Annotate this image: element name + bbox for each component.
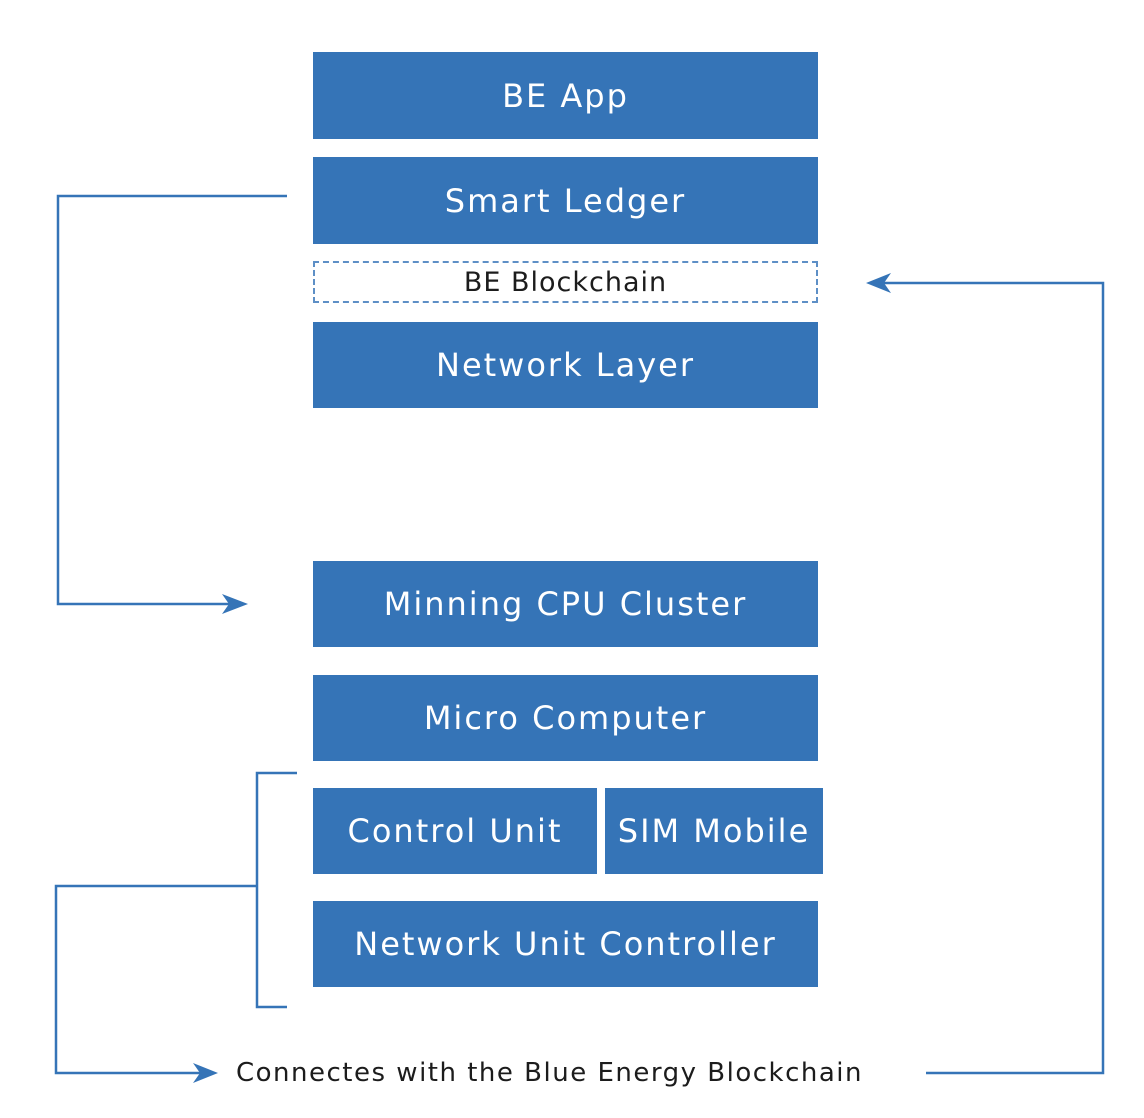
arrow-right-icon: [222, 594, 248, 614]
smart-ledger-label: Smart Ledger: [444, 181, 687, 220]
control-unit-box: Control Unit: [313, 788, 597, 874]
blockchain-caption: Connectes with the Blue Energy Blockchai…: [236, 1054, 863, 1092]
be-blockchain-box: BE Blockchain: [313, 261, 818, 303]
smart-ledger-box: Smart Ledger: [313, 157, 818, 244]
sim-mobile-label: SIM Mobile: [617, 812, 811, 850]
blockchain-caption-text: Connectes with the Blue Energy Blockchai…: [236, 1058, 863, 1088]
mining-cpu-cluster-label: Minning CPU Cluster: [383, 585, 748, 623]
sim-mobile-box: SIM Mobile: [605, 788, 823, 874]
network-layer-box: Network Layer: [313, 322, 818, 408]
arrow-left-icon: [866, 273, 891, 293]
ledger-to-mining-connector: [56, 194, 287, 606]
be-app-label: BE App: [502, 76, 629, 115]
hardware-bracket: [255, 771, 297, 1009]
control-unit-label: Control Unit: [347, 812, 563, 850]
caption-to-blockchain-connector: [880, 281, 1105, 1075]
mining-cpu-cluster-box: Minning CPU Cluster: [313, 561, 818, 647]
network-unit-controller-label: Network Unit Controller: [354, 925, 777, 963]
network-unit-controller-box: Network Unit Controller: [313, 901, 818, 987]
bracket-to-caption-connector: [54, 884, 257, 1075]
network-layer-label: Network Layer: [436, 346, 695, 384]
be-blockchain-label: BE Blockchain: [463, 266, 668, 298]
micro-computer-label: Micro Computer: [423, 699, 708, 737]
be-app-box: BE App: [313, 52, 818, 139]
arrow-right-icon: [193, 1063, 218, 1083]
micro-computer-box: Micro Computer: [313, 675, 818, 761]
